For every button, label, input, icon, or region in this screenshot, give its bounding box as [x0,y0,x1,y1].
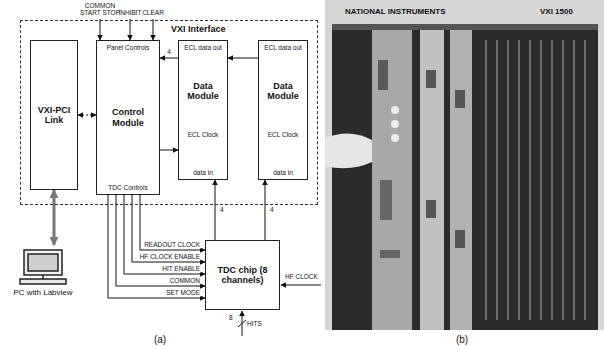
connector [124,195,205,274]
connector [53,190,56,245]
node-text: PC with Labview [13,288,72,297]
node-text: TDC chip (8 channels) [208,265,277,286]
node-text: Data Module [181,81,225,102]
node-text: Control Module [99,107,157,128]
module-box: Panel ControlsControl ModuleTDC Controls [96,40,160,195]
label-text: 8 [229,314,233,321]
label-text: (a) [154,334,166,345]
signal-name: SET MODE [165,289,201,296]
node-text: Panel Controls [107,44,150,51]
label-text: COMMON START STOP [80,2,120,16]
computer-node: PC with Labview [8,245,78,300]
label-text: CLEAR [142,9,164,16]
connector [160,150,178,151]
node-text: TDC Controls [108,184,147,191]
connector [140,195,205,250]
connector [132,195,205,262]
connector [108,195,205,298]
node-text: data in [273,169,293,176]
connector [160,58,178,59]
label-text: (b) [456,334,468,345]
connector [265,180,266,240]
node-text: ECL data out [184,44,222,51]
module-box: ECL data outData ModuleECL Clock data in [178,40,228,180]
signal-name: 4 [166,48,172,55]
node-text: VXI Interface [171,24,226,34]
label-text: VXI 1500 [540,8,573,17]
chassis-photo [325,0,604,330]
label-text: HITS [247,320,262,327]
connector [116,195,205,286]
signal-name: 4 [269,206,275,213]
signal-name: 4 [219,206,225,213]
label-text: HF CLOCK [285,273,318,280]
node-text: data in [193,169,213,176]
signal-name: HF CLOCK ENABLE [139,253,201,260]
pc-icon [20,250,66,284]
label-text: INHIBIT [118,9,141,16]
connector [78,115,96,116]
module-box: ECL data outData ModuleECL Clock data in [258,40,308,180]
label-text: NATIONAL INSTRUMENTS [345,8,446,17]
connector [228,58,258,59]
node-text: Data Module [261,81,305,102]
signal-name: READOUT CLOCK [143,241,201,248]
node-text: ECL Clock [268,131,298,138]
node-text: VXI-PCI Link [33,105,75,126]
signal-name: HIT ENABLE [161,265,201,272]
module-box: VXI-PCI Link [30,40,78,190]
node-text: ECL Clock [188,131,218,138]
connector [215,180,216,240]
signal-name: COMMON [169,277,201,284]
chip-box: TDC chip (8 channels) [205,240,280,310]
node-text: ECL data out [264,44,302,51]
